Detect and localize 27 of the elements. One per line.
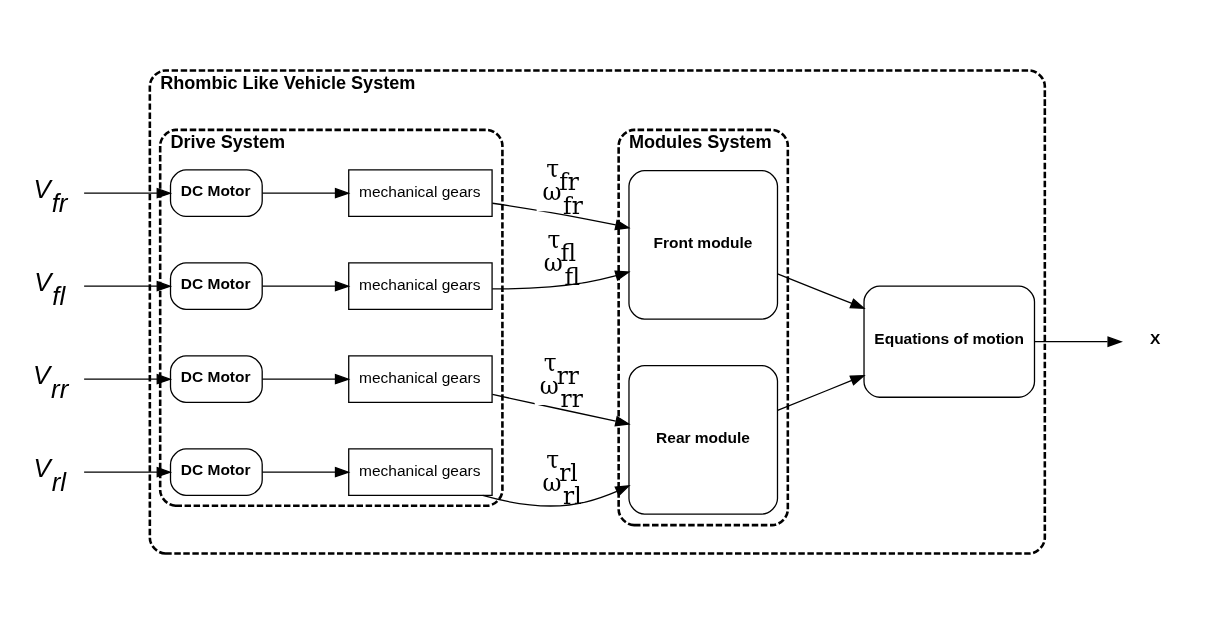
node-box: Front module (628, 169, 779, 320)
arrow (482, 485, 631, 507)
arrow (261, 373, 351, 385)
arrow (491, 202, 631, 231)
node-text: X (1150, 330, 1161, 348)
node-box: DC Motor (169, 262, 263, 311)
arrow (83, 373, 173, 385)
arrow (491, 393, 631, 427)
node-box: DC Motor (169, 355, 263, 404)
arrow (1034, 336, 1123, 348)
arrow (83, 280, 173, 292)
node-box: DC Motor (169, 448, 263, 497)
arrow (83, 187, 173, 199)
arrow (491, 270, 631, 290)
node-box: mechanical gears (348, 169, 493, 218)
node-box: mechanical gears (348, 355, 493, 404)
arrow (261, 187, 351, 199)
node-box: mechanical gears (348, 448, 493, 497)
node-box: Equations of motion (863, 285, 1036, 398)
node-box: Rear module (628, 364, 779, 515)
arrow (776, 374, 866, 412)
node-box: DC Motor (169, 169, 263, 218)
node-box: mechanical gears (348, 262, 493, 311)
arrow (261, 280, 351, 292)
arrow (776, 273, 866, 309)
arrow (261, 466, 351, 478)
arrow (83, 466, 173, 478)
